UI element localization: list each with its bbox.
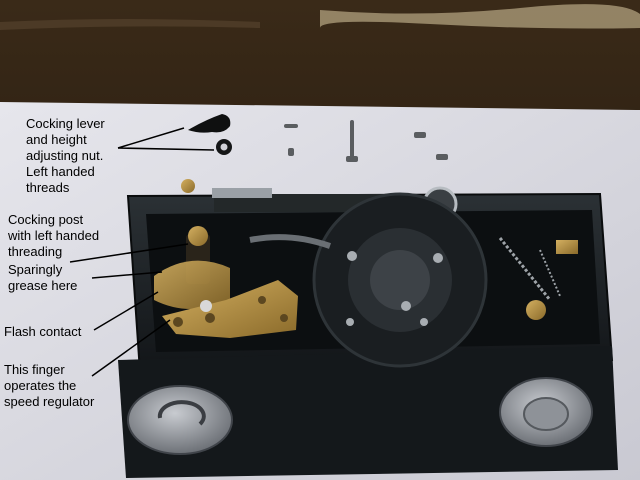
cocking-gear-plate bbox=[154, 260, 230, 309]
leader-grease bbox=[91, 271, 163, 279]
leader-lines bbox=[69, 127, 215, 377]
annotation-speed-finger: This finger operates the speed regulator bbox=[4, 362, 95, 409]
spring bbox=[498, 237, 552, 301]
top-screw-brass bbox=[181, 179, 195, 193]
annotation-cocking-post: Cocking post with left handed threading bbox=[8, 212, 100, 259]
left-knob bbox=[127, 385, 233, 455]
leader-cocking-post bbox=[69, 243, 189, 263]
annotation-grease: Sparingly grease here bbox=[8, 262, 78, 293]
leader-cocking-lever bbox=[117, 127, 185, 149]
right-mount-screw bbox=[526, 300, 546, 320]
speed-regulator-plate bbox=[162, 280, 298, 338]
right-knob bbox=[499, 377, 593, 447]
screws bbox=[284, 120, 448, 162]
annotation-cocking-lever: Cocking lever and height adjusting nut. … bbox=[26, 116, 105, 195]
leader-height-nut bbox=[117, 147, 215, 151]
camera-front bbox=[118, 346, 618, 478]
cocking-lever-part bbox=[188, 114, 231, 133]
leader-flash-contact bbox=[93, 291, 159, 331]
leader-speed-finger bbox=[91, 319, 171, 377]
annotation-flash-contact: Flash contact bbox=[4, 324, 82, 339]
wood-grain bbox=[320, 4, 640, 29]
